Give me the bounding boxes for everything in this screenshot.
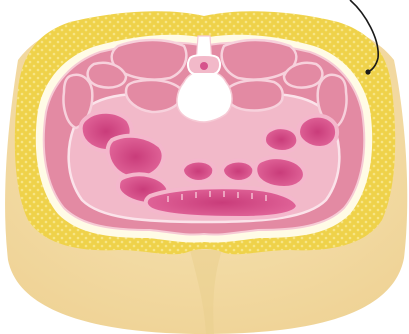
left-kidney	[108, 136, 164, 178]
spinal-canal	[200, 62, 208, 70]
small-intestine-loop-3	[222, 161, 254, 182]
sigmoid-colon	[255, 157, 305, 188]
small-intestine-loop-2	[182, 161, 214, 182]
descending-colon	[298, 116, 337, 148]
right-psoas-muscle	[226, 80, 283, 110]
small-intestine-loop-4	[264, 127, 298, 152]
annotation-pointer-dot	[365, 69, 370, 74]
transverse-colon	[146, 187, 298, 218]
